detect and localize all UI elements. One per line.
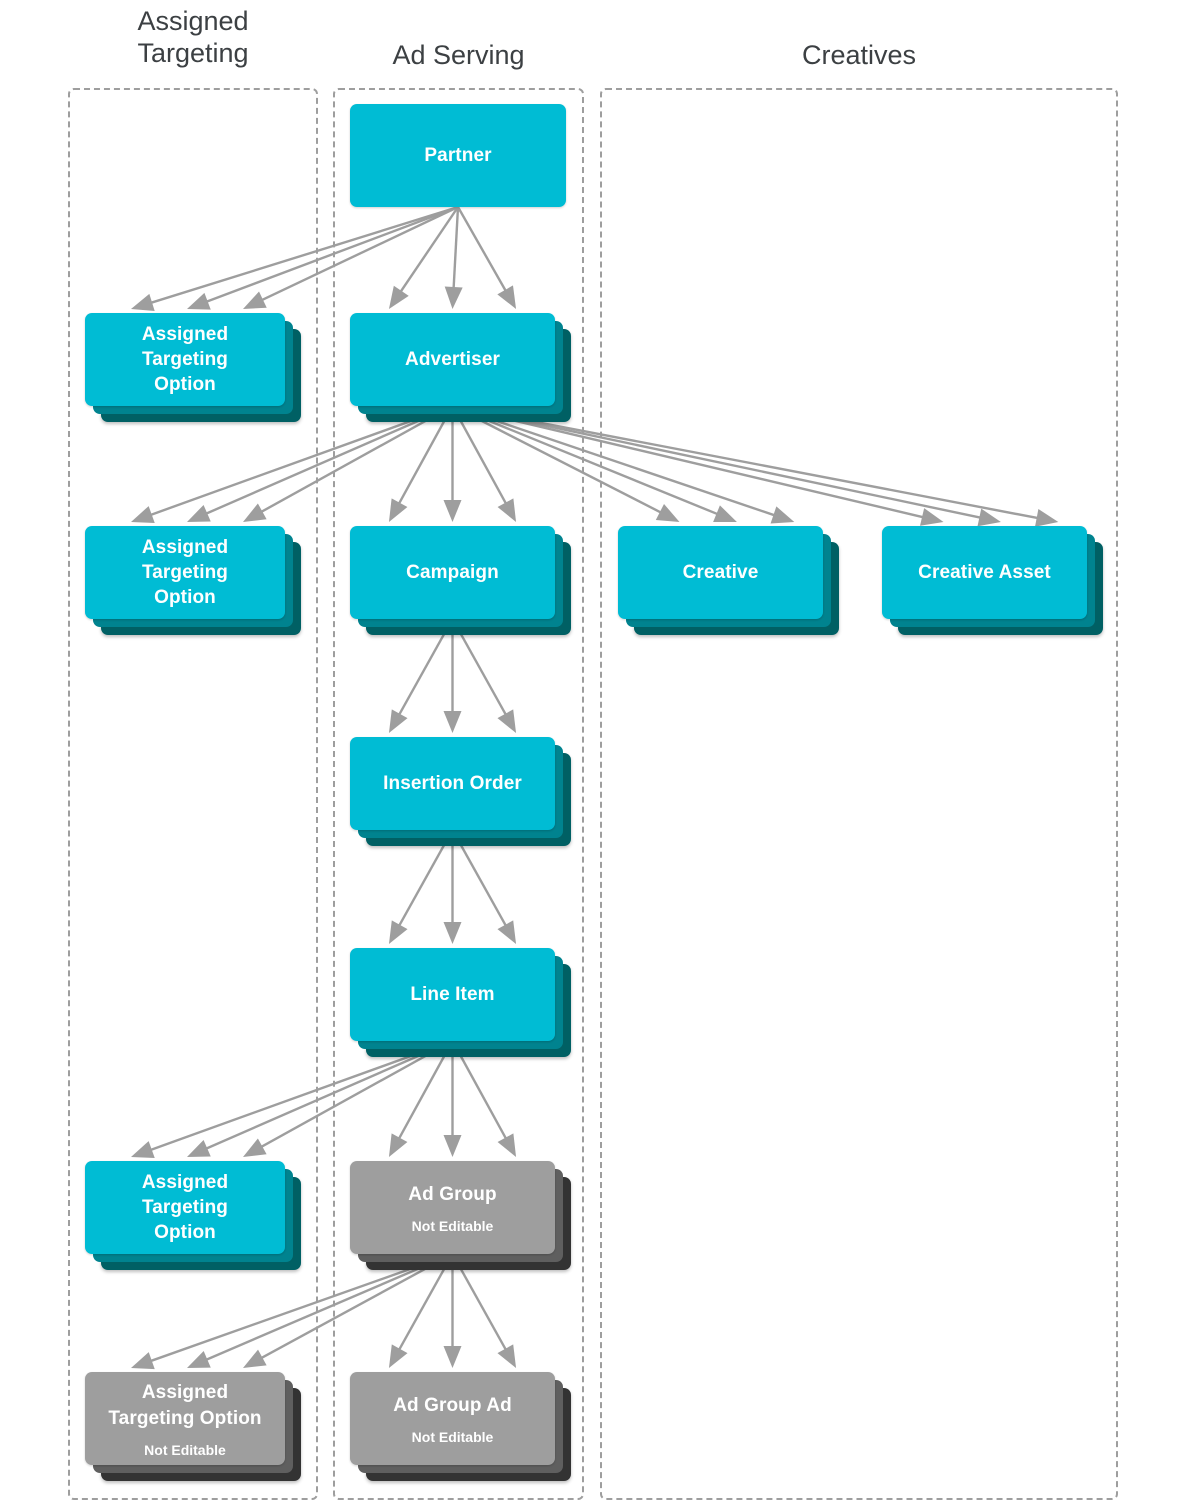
- node-creative-asset[interactable]: Creative Asset: [882, 526, 1107, 639]
- column-header-ad-serving: Ad Serving: [392, 40, 525, 70]
- node-partner-label: Partner: [424, 144, 492, 166]
- column-frame-assigned-targeting: [68, 88, 318, 1500]
- node-advertiser-card[interactable]: Advertiser: [350, 313, 555, 406]
- node-ad-group-ad[interactable]: Ad Group Ad Not Editable: [350, 1372, 575, 1485]
- node-ato-partner-label: Assigned Targeting Option: [141, 323, 229, 396]
- node-creative-asset-label: Creative Asset: [918, 561, 1051, 583]
- node-creative-card[interactable]: Creative: [618, 526, 823, 619]
- node-insertion-order-label: Insertion Order: [383, 772, 522, 794]
- node-ad-group-ad-label: Ad Group Ad: [393, 1394, 512, 1416]
- node-line-item[interactable]: Line Item: [350, 948, 575, 1061]
- column-header-assigned-targeting: Assigned Targeting: [137, 6, 249, 68]
- node-creative-label: Creative: [682, 561, 759, 583]
- node-creative-asset-card[interactable]: Creative Asset: [882, 526, 1087, 619]
- node-line-item-label: Line Item: [410, 983, 495, 1005]
- node-ato-advertiser-label: Assigned Targeting Option: [141, 536, 229, 609]
- node-ato-line-item-label: Assigned Targeting Option: [141, 1171, 229, 1244]
- node-ad-group-label: Ad Group: [408, 1183, 497, 1205]
- node-campaign-card[interactable]: Campaign: [350, 526, 555, 619]
- node-ato-line-item-card[interactable]: Assigned Targeting Option: [85, 1161, 285, 1254]
- node-line-item-card[interactable]: Line Item: [350, 948, 555, 1041]
- node-ato-advertiser-card[interactable]: Assigned Targeting Option: [85, 526, 285, 619]
- node-advertiser-label: Advertiser: [405, 348, 500, 370]
- column-header-creatives: Creatives: [801, 40, 917, 70]
- node-ad-group-ad-card[interactable]: Ad Group Ad Not Editable: [350, 1372, 555, 1465]
- node-campaign[interactable]: Campaign: [350, 526, 575, 639]
- column-frame-creatives: [600, 88, 1118, 1500]
- node-insertion-order[interactable]: Insertion Order: [350, 737, 575, 850]
- node-insertion-order-card[interactable]: Insertion Order: [350, 737, 555, 830]
- node-ato-partner[interactable]: Assigned Targeting Option: [85, 313, 305, 426]
- node-ad-group-ad-editability-note: Not Editable: [411, 1429, 494, 1446]
- node-ato-line-item[interactable]: Assigned Targeting Option: [85, 1161, 305, 1274]
- column-frame-ad-serving: [333, 88, 584, 1500]
- node-ad-group-editability-note: Not Editable: [411, 1218, 494, 1235]
- node-ato-ad-group-editability-note: Not Editable: [144, 1441, 226, 1458]
- node-partner-card[interactable]: Partner: [350, 104, 566, 207]
- node-campaign-label: Campaign: [406, 561, 499, 583]
- node-ato-ad-group-label: Assigned Targeting Option: [108, 1382, 262, 1429]
- node-creative[interactable]: Creative: [618, 526, 843, 639]
- node-partner[interactable]: Partner: [350, 104, 586, 227]
- node-advertiser[interactable]: Advertiser: [350, 313, 575, 426]
- node-ato-partner-card[interactable]: Assigned Targeting Option: [85, 313, 285, 406]
- node-ato-advertiser[interactable]: Assigned Targeting Option: [85, 526, 305, 639]
